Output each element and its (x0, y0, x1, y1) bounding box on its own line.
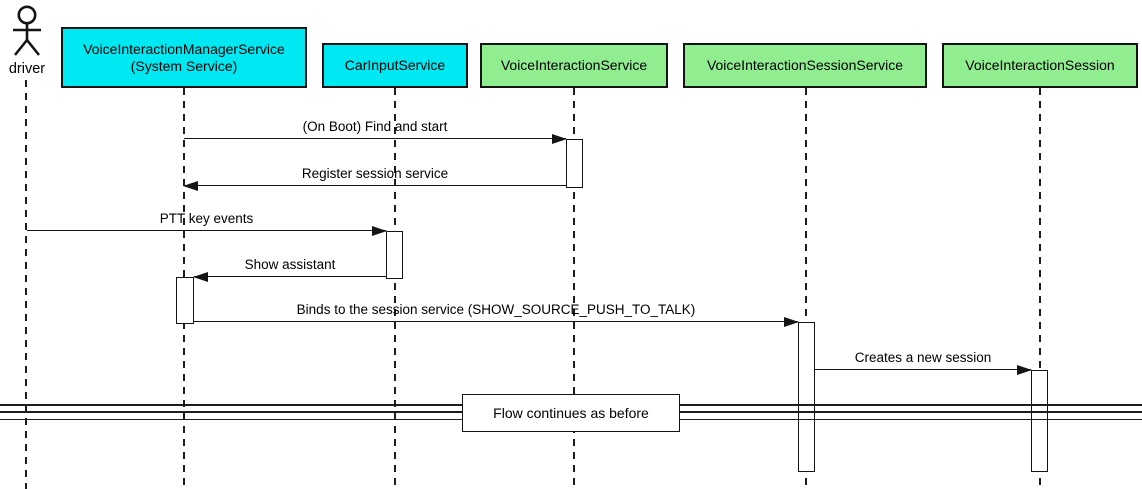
participant-label: VoiceInteractionSessionService (706, 57, 904, 73)
lifeline-voiceinteractionservice (573, 88, 575, 489)
message-label: Register session service (301, 166, 449, 181)
message-binds-to-session-service: Binds to the session service (SHOW_SOURC… (194, 302, 799, 327)
participant-voiceinteractionsessionservice: VoiceInteractionSessionService (683, 43, 927, 88)
arrowhead-left-icon (183, 181, 198, 191)
participant-voiceinteractionsession: VoiceInteractionSession (942, 43, 1138, 88)
lifeline-voiceinteractionsessionservice (805, 88, 807, 489)
divider: Flow continues as before (462, 394, 680, 432)
message-arrow (183, 181, 566, 191)
lifeline-driver (25, 80, 27, 489)
actor-icon (13, 5, 41, 56)
message-label: Creates a new session (854, 350, 992, 365)
activation-voiceinteractionsessionservice (798, 322, 815, 472)
participant-label: CarInputService (344, 57, 446, 73)
arrowhead-right-icon (784, 317, 799, 327)
arrowhead-right-icon (372, 226, 387, 236)
arrowhead-right-icon (552, 134, 567, 144)
participant-label: VoiceInteractionManagerService (83, 40, 285, 57)
message-arrow (193, 272, 386, 282)
message-label: Binds to the session service (SHOW_SOURC… (296, 302, 696, 317)
participant-sublabel: (System Service) (130, 57, 238, 74)
participant-label: VoiceInteractionSession (965, 57, 1115, 73)
message-arrow (27, 226, 387, 236)
message-arrow (815, 365, 1032, 375)
arrowhead-right-icon (1017, 365, 1032, 375)
message-arrow (184, 134, 567, 144)
message-label: PTT key events (159, 211, 254, 226)
message-on-boot-find-and-start: (On Boot) Find and start (184, 119, 567, 144)
message-label: Show assistant (244, 257, 336, 272)
activation-carinputservice (386, 231, 403, 279)
actor-driver-label: driver (8, 61, 46, 77)
participant-carinputservice: CarInputService (322, 43, 468, 88)
message-creates-new-session: Creates a new session (815, 350, 1032, 375)
message-label: (On Boot) Find and start (302, 119, 448, 134)
participant-label: VoiceInteractionService (500, 57, 648, 73)
divider-label: Flow continues as before (493, 405, 649, 421)
activation-voiceinteractionsession (1031, 370, 1048, 472)
message-show-assistant: Show assistant (193, 257, 386, 282)
participant-voiceinteractionservice: VoiceInteractionService (480, 43, 668, 88)
message-register-session-service: Register session service (183, 166, 566, 191)
lifeline-carinputservice (394, 88, 396, 489)
participant-voiceinteractionmanagerservice: VoiceInteractionManagerService (System S… (61, 27, 307, 88)
activation-voiceinteractionmanagerservice (176, 277, 194, 324)
message-ptt-key-events: PTT key events (27, 211, 387, 236)
message-arrow (194, 317, 799, 327)
lifeline-voiceinteractionsession (1039, 88, 1041, 489)
activation-voiceinteractionservice (566, 139, 583, 188)
arrowhead-left-icon (193, 272, 208, 282)
